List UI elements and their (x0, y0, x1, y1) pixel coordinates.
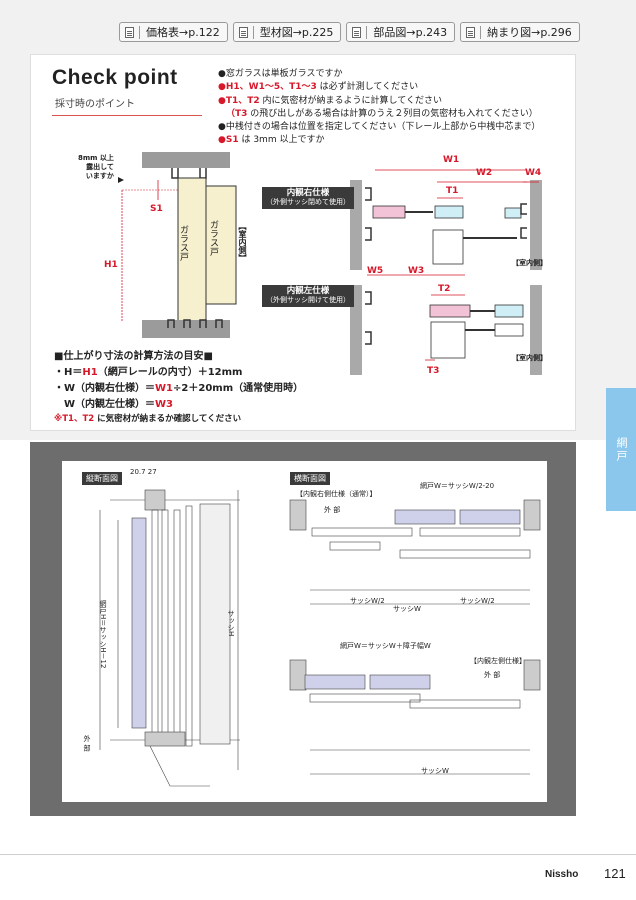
w2-label: W2 (476, 168, 493, 178)
nav-fitting-button[interactable]: 納まり図→p.296 (460, 22, 580, 42)
w4-label: W4 (525, 168, 542, 178)
title-underline (52, 115, 202, 116)
nav-price-list-button[interactable]: 価格表→p.122 (119, 22, 228, 42)
check-point-subtitle: 採寸時のポイント (55, 99, 135, 110)
t1-label: T1 (446, 186, 459, 196)
page-number: 121 (604, 866, 626, 881)
calc-heading: ■仕上がり寸法の計算方法の目安■ (54, 351, 213, 362)
room-side-label-2: 【室内側】 (512, 354, 547, 362)
left-spec-label: 【内観左側仕様】 (470, 657, 526, 665)
sash-w-label-1: サッシW (393, 605, 421, 613)
calculation-guide: ■仕上がり寸法の計算方法の目安■ ・H＝H1（網戸レールの内寸）＋12mm ・W… (54, 349, 303, 426)
sash-w2-left-label: サッシW/2 (350, 597, 385, 605)
calc-note: ※T1、T2 に気密材が納まるか確認してください (54, 414, 242, 424)
nav-parts-button[interactable]: 部品図→p.243 (346, 22, 456, 42)
check-point-title: Check point (52, 66, 178, 89)
outside-label-vertical: 外 部 (83, 735, 91, 752)
check-item: ●S1 は 3mm 以上ですか (218, 135, 325, 146)
check-item: （T3 の飛び出しがある場合は計算のうえ２列目の気密材も入れてください） (226, 108, 538, 119)
horizontal-section-label: 横断面図 (290, 472, 330, 485)
dim-top-label: 20.7 27 (130, 468, 157, 476)
outside-label-horizontal-1: 外 部 (324, 506, 341, 514)
screen-h-label: 網戸H＝サッシH－12 (99, 600, 107, 669)
screen-w-label: 網戸W＝サッシW/2-20 (420, 482, 495, 490)
width-measure-diagram (350, 169, 542, 375)
check-item: ●T1、T2 内に気密材が納まるように計算してください (218, 95, 442, 106)
glass-door-label-1: ガラス戸 (178, 225, 188, 261)
w1-label: W1 (443, 155, 460, 165)
document-icon (238, 26, 248, 38)
inner-left-spec-label: 内観左仕様（外側サッシ開けて使用） (262, 285, 354, 307)
section-tab-screen[interactable]: 網戸 (606, 388, 636, 511)
horizontal-section-drawing (289, 499, 541, 775)
brand-name: Nissho (545, 869, 579, 880)
check-point-panel (30, 54, 576, 431)
sash-h-label: サッシH (227, 610, 235, 637)
sash-w-label-2: サッシW (421, 767, 449, 775)
document-icon (466, 26, 476, 38)
right-spec-label: 【内観右側仕様（通常）】 (296, 490, 377, 498)
room-side-label-1: 【室内側】 (512, 259, 547, 267)
exposure-note: 8mm 以上 露出して いますか (78, 154, 114, 180)
vertical-section-label: 縦断面図 (82, 472, 122, 485)
footer-divider (0, 854, 636, 855)
nav-profile-button[interactable]: 型材図→p.225 (232, 22, 342, 42)
check-item: ●H1、W1〜5、T1〜3 は必ず計測してください (218, 82, 419, 93)
check-item: ●窓ガラスは単板ガラスですか (218, 69, 343, 79)
document-icon (352, 26, 362, 38)
w5-label: W5 (367, 266, 384, 276)
room-side-label: 【室内側】 (238, 222, 247, 262)
h1-label: H1 (104, 260, 118, 270)
w3-label: W3 (408, 266, 425, 276)
calc-line-w-left: W（内観左仕様）＝W3 (54, 399, 174, 410)
sash-w2-right-label: サッシW/2 (460, 597, 495, 605)
inner-right-spec-label: 内観右仕様（外側サッシ閉めて使用） (262, 187, 354, 209)
t3-label: T3 (427, 366, 440, 376)
calc-line-h: ・H＝H1（網戸レールの内寸）＋12mm (54, 367, 243, 378)
t2-label: T2 (438, 284, 451, 294)
screen-w-left-label: 網戸W＝サッシW＋障子幅W (340, 642, 431, 650)
s1-label: S1 (150, 204, 163, 214)
check-item: ●中桟付きの場合は位置を指定してください（下レール上部から中桟中芯まで） (218, 122, 541, 133)
height-measure-diagram (118, 152, 237, 338)
calc-line-w-right: ・W（内観右仕様）＝W1÷2＋20mm（通常使用時） (54, 383, 304, 394)
vertical-section-drawing (99, 489, 240, 787)
outside-label-horizontal-2: 外 部 (484, 671, 501, 679)
document-icon (125, 26, 134, 38)
page-nav: 価格表→p.122 型材図→p.225 部品図→p.243 納まり図→p.296 (119, 22, 580, 42)
check-list: ●窓ガラスは単板ガラスですか ●H1、W1〜5、T1〜3 は必ず計測してください… (218, 68, 540, 148)
glass-door-label-2: ガラス戸 (208, 220, 218, 256)
